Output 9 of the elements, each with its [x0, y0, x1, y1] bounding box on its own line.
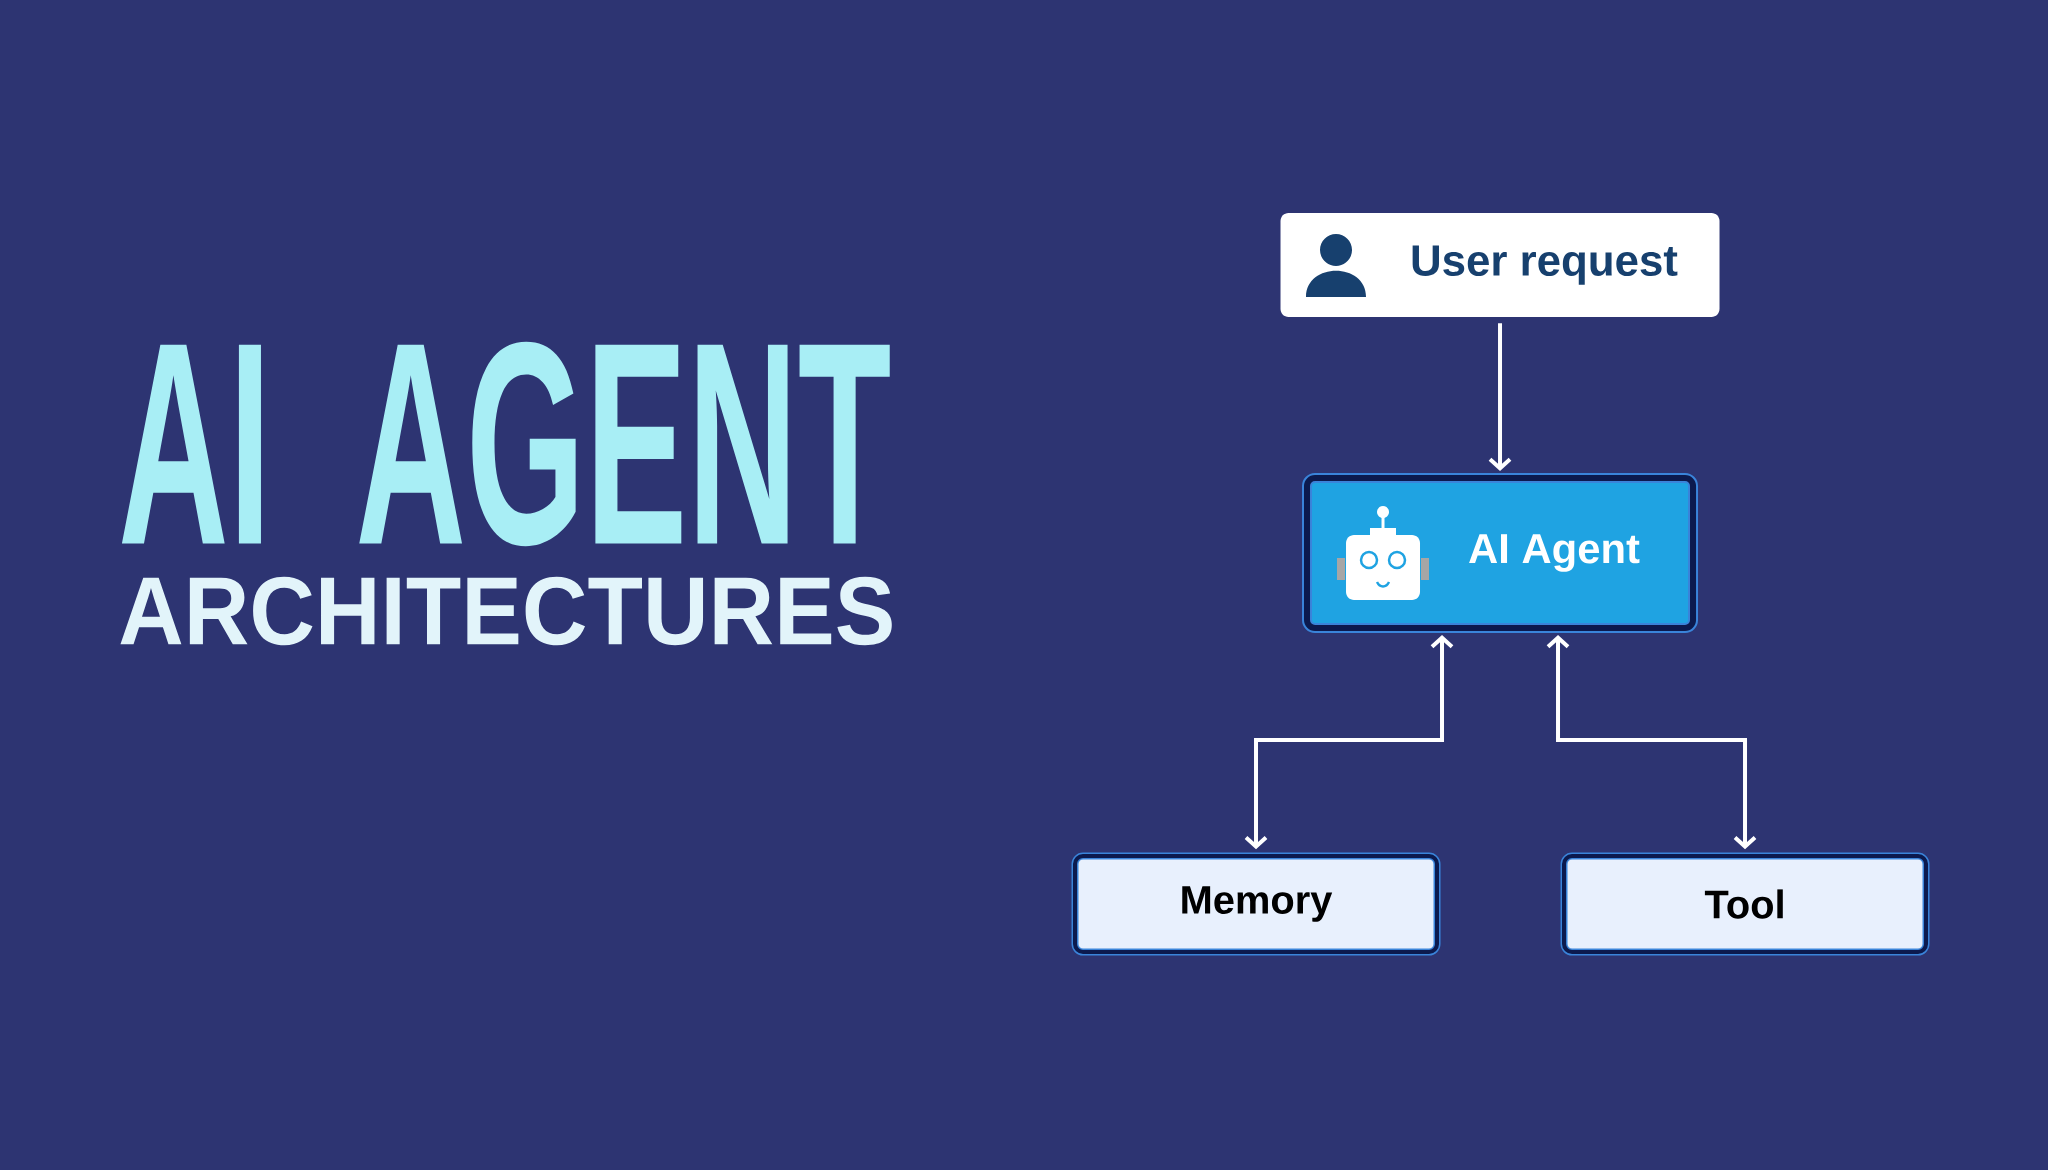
arrow [1488, 323, 1512, 471]
arrow [1546, 635, 1757, 850]
memory-box: Memory [1071, 852, 1441, 956]
subtitle: ARCHITECTURES [120, 576, 892, 646]
title: AI AGENT [121, 341, 890, 547]
tool-box: Tool [1560, 852, 1930, 956]
request-box: User request [1280, 213, 1720, 317]
agent-box: AI Agent [1302, 473, 1698, 633]
arrow [1244, 635, 1454, 850]
